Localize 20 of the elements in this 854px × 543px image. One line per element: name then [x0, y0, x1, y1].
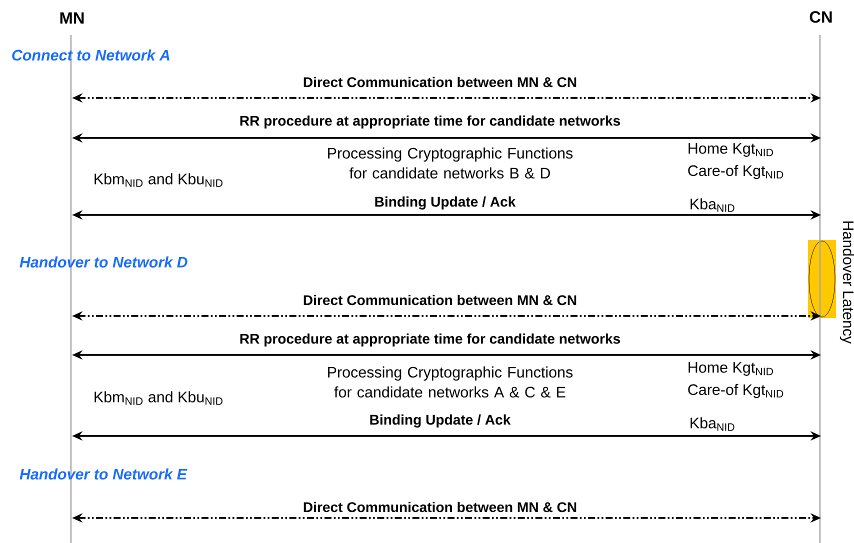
edge-label: Direct Communication between MN & CN [302, 294, 578, 306]
edge-label: Direct Communication between MN & CN [302, 76, 578, 88]
edge-label: Binding Update / Ack [368, 414, 512, 428]
process-note: Processing Cryptographic Functions for candidate networks B & D [328, 147, 573, 179]
key-label: Home Kgt$_{NID}$ [688, 362, 773, 376]
phase-heading: Handover to Network D [20, 256, 188, 268]
key-label: Kba$_{NID}$ [690, 417, 734, 431]
key-label: Care-of Kgt$_{NID}$ [688, 384, 784, 398]
edge-label: Direct Communication between MN & CN [302, 501, 578, 513]
edge-label: RR procedure at appropriate time for candidate networks [238, 332, 622, 348]
edge-label: RR procedure at appropriate time for candidate networks [238, 114, 622, 130]
lifeline-head: CN [810, 11, 832, 23]
lifeline-head: MN [60, 12, 84, 24]
phase-heading: Connect to Network A [12, 49, 170, 61]
edge-label: Binding Update / Ack [374, 196, 516, 210]
key-label: Care-of Kgt$_{NID}$ [688, 164, 784, 180]
key-label: Kba$_{NID}$ [690, 198, 734, 212]
process-note: Processing Cryptographic Functions for candidate networks A & C & E [328, 366, 573, 398]
key-label: Home Kgt$_{NID}$ [688, 143, 773, 157]
phase-heading: Handover to Network E [20, 468, 188, 480]
